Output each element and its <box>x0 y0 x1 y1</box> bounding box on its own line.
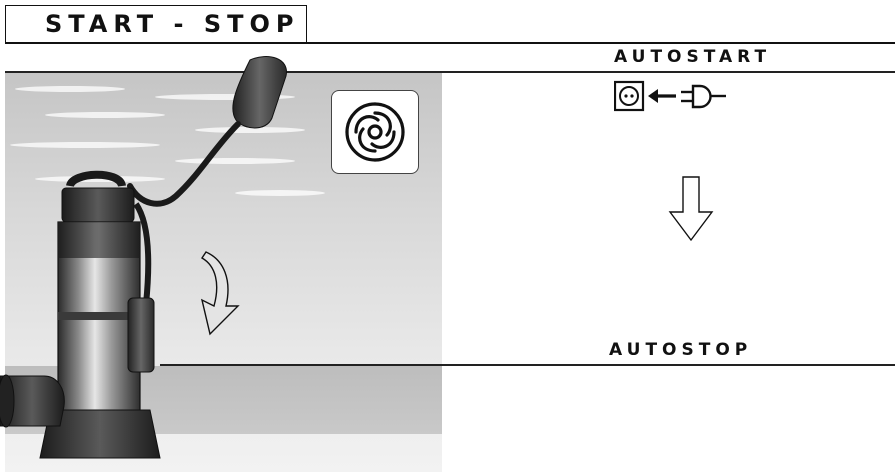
autostop-label: AUTOSTOP <box>609 340 753 360</box>
water-surface-line <box>5 71 895 73</box>
autostart-label: AUTOSTART <box>614 47 772 67</box>
power-connection-symbol <box>614 80 726 112</box>
rotation-swirl-icon <box>345 102 405 162</box>
title-tab <box>5 5 307 42</box>
wave <box>45 112 165 118</box>
power-socket-icon <box>614 80 645 112</box>
rotation-symbol-box <box>331 90 419 174</box>
header-divider <box>5 42 895 44</box>
curved-down-arrow-icon <box>200 251 240 336</box>
arrow-left-icon <box>648 89 676 103</box>
wave <box>175 158 295 164</box>
wave <box>235 190 325 196</box>
down-arrow-icon <box>668 176 714 242</box>
low-water-line <box>160 364 895 366</box>
pump-illustration <box>0 56 287 459</box>
wave <box>15 86 125 92</box>
wave <box>10 142 160 148</box>
wave <box>35 176 165 182</box>
plug-icon <box>681 84 726 109</box>
page-title: START - STOP <box>45 10 300 38</box>
wave <box>155 94 295 100</box>
wave <box>195 127 305 133</box>
